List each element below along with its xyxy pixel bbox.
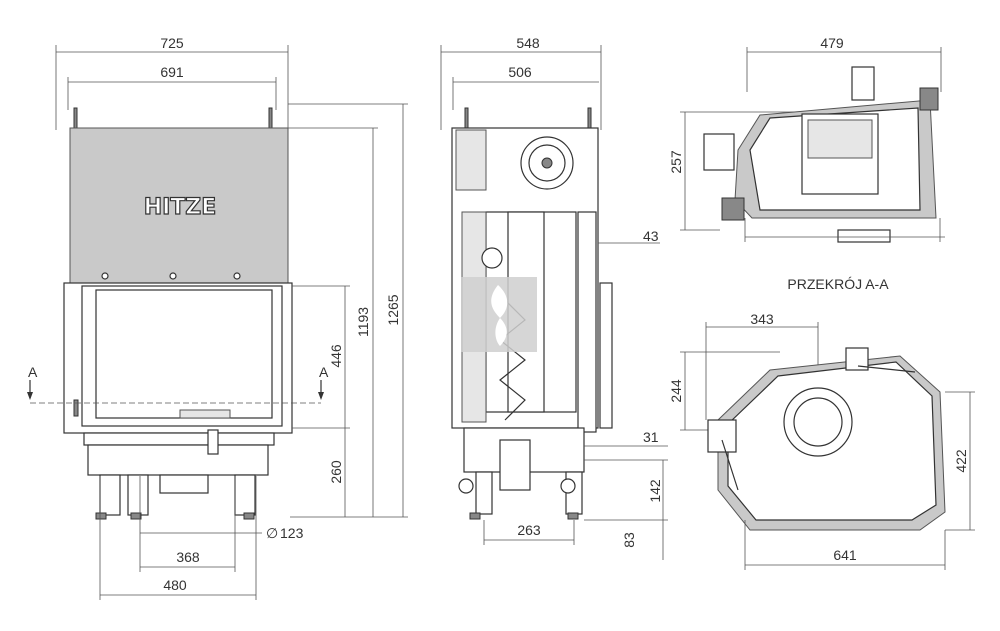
plan-top-grate xyxy=(807,119,873,159)
plan-section-view: 479 257 PRZEKRÓJ A-A xyxy=(668,35,945,292)
plan-bottom-width-top-label: 343 xyxy=(750,311,774,327)
front-diameter-symbol: ∅ xyxy=(266,525,278,541)
front-width-outer-label: 725 xyxy=(160,35,184,51)
section-marker-left: A xyxy=(28,364,38,380)
flame-icon xyxy=(491,285,508,346)
plan-top-depth-label: 257 xyxy=(668,150,684,174)
front-air-grill xyxy=(179,409,231,419)
side-depth-outer-label: 548 xyxy=(516,35,540,51)
plan-bottom-view: 343 244 422 641 xyxy=(668,311,975,570)
front-glass xyxy=(95,289,273,419)
front-top-casing xyxy=(69,127,289,284)
section-marker-right: A xyxy=(319,364,329,380)
side-view: 548 506 43 31 xyxy=(440,35,668,560)
side-air-height-label: 142 xyxy=(647,479,663,503)
side-base-depth-label: 263 xyxy=(517,522,541,538)
front-width-inner-label: 691 xyxy=(160,64,184,80)
front-height-total-label: 1265 xyxy=(385,294,401,325)
front-base-inner-label: 368 xyxy=(176,549,200,565)
plan-bottom-depth-left-label: 244 xyxy=(668,379,684,403)
side-door-offset-label: 31 xyxy=(643,429,659,445)
front-height-glass-label: 446 xyxy=(328,344,344,368)
side-depth-inner-label: 506 xyxy=(508,64,532,80)
plan-bottom-width-total-label: 641 xyxy=(833,547,857,563)
plan-bottom-depth-right-label: 422 xyxy=(953,449,969,473)
front-view: 725 691 HITZE A A xyxy=(27,35,408,600)
section-label: PRZEKRÓJ A-A xyxy=(787,276,889,292)
front-flue-diameter-label: 123 xyxy=(280,525,304,541)
brand-logo: HITZE xyxy=(144,195,217,220)
front-height-legs-label: 260 xyxy=(328,460,344,484)
side-top-offset-label: 43 xyxy=(643,228,659,244)
side-air-bottom-label: 83 xyxy=(621,532,637,548)
plan-top-width-label: 479 xyxy=(820,35,844,51)
front-base-outer-label: 480 xyxy=(163,577,187,593)
front-height-body-label: 1193 xyxy=(355,307,371,337)
